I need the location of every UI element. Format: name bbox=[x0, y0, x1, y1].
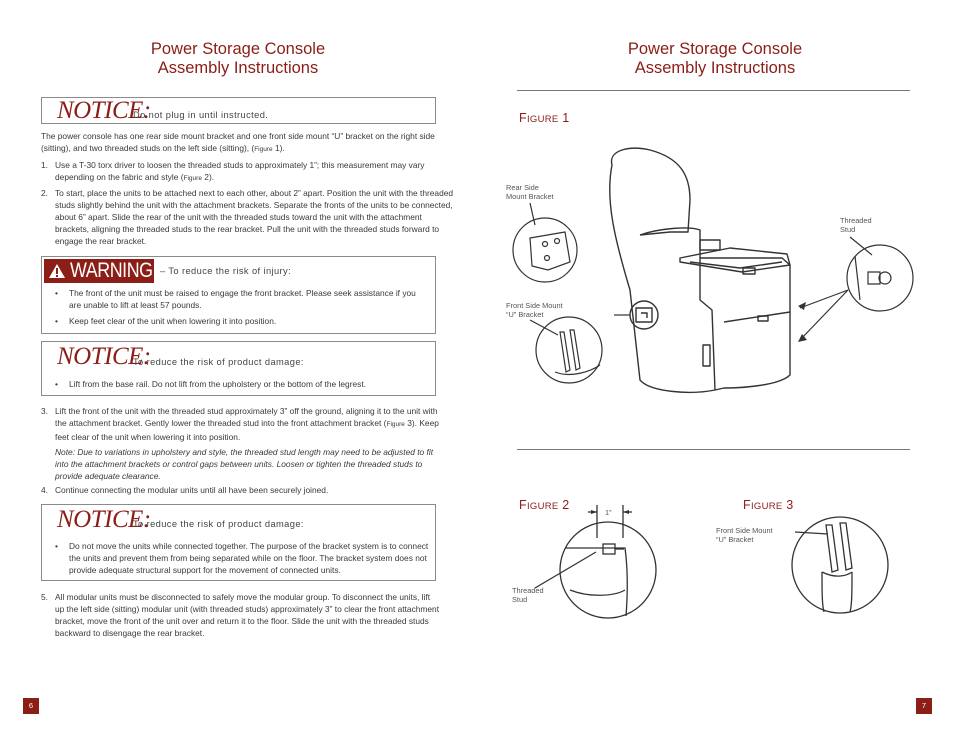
warning-heading: WARNING bbox=[70, 259, 153, 282]
notice-text: Do not plug in until instructed. bbox=[133, 110, 269, 120]
page-number-right: 7 bbox=[916, 698, 932, 714]
step-3-note: Note: Due to variations in upholstery an… bbox=[55, 447, 434, 481]
warning-box bbox=[41, 256, 436, 334]
divider-top bbox=[517, 90, 910, 91]
notice-heading: NOTICE: bbox=[57, 506, 151, 533]
fig2-stud-label: Threaded Stud bbox=[512, 586, 544, 604]
figure-1-label: FIGURE 1 bbox=[519, 111, 570, 125]
step-number: 4. bbox=[41, 485, 48, 495]
fig3-front-bracket-label: Front Side Mount “U” Bracket bbox=[716, 526, 773, 544]
step-3-text: Lift the front of the unit with the thre… bbox=[55, 405, 443, 482]
notice-heading: NOTICE: bbox=[57, 97, 151, 124]
warning-badge: WARNING bbox=[44, 259, 154, 283]
figure-2-label: FIGURE 2 bbox=[519, 498, 570, 512]
warning-bullet: Keep feet clear of the unit when lowerin… bbox=[55, 315, 429, 327]
notice-bullet: Do not move the units while connected to… bbox=[55, 540, 431, 576]
threaded-stud-label: Threaded Stud bbox=[840, 216, 872, 234]
rear-bracket-label: Rear Side Mount Bracket bbox=[506, 183, 554, 201]
notice-box-plug bbox=[41, 97, 436, 124]
right-page-title: Power Storage Console Assembly Instructi… bbox=[627, 40, 803, 77]
step-4-text: Continue connecting the modular units un… bbox=[55, 485, 329, 495]
intro-paragraph: The power console has one rear side moun… bbox=[41, 131, 435, 153]
step-number: 5. bbox=[41, 592, 48, 602]
warning-text: – To reduce the risk of injury: bbox=[160, 266, 292, 276]
divider-middle bbox=[517, 449, 910, 450]
notice-text: To reduce the risk of product damage: bbox=[133, 357, 304, 367]
step-number: 3. bbox=[41, 406, 48, 416]
warning-triangle-icon bbox=[49, 264, 65, 278]
step-5-text: All modular units must be disconnected t… bbox=[55, 592, 440, 638]
fig2-dimension-label: 1” bbox=[605, 508, 612, 517]
step-number: 1. bbox=[41, 160, 48, 170]
notice-box-damage bbox=[41, 341, 436, 396]
notice-bullet: Lift from the base rail. Do not lift fro… bbox=[55, 378, 429, 390]
notice-text: To reduce the risk of product damage: bbox=[133, 519, 304, 529]
notice-box-move bbox=[41, 504, 436, 581]
page-number-left: 6 bbox=[23, 698, 39, 714]
front-bracket-label: Front Side Mount “U” Bracket bbox=[506, 301, 563, 319]
step-2-text: To start, place the units to be attached… bbox=[55, 188, 454, 246]
notice-heading: NOTICE: bbox=[57, 343, 151, 370]
step-number: 2. bbox=[41, 188, 48, 198]
warning-bullet: The front of the unit must be raised to … bbox=[55, 287, 429, 311]
step-1-text: Use a T-30 torx driver to loosen the thr… bbox=[55, 160, 425, 182]
figure-3-label: FIGURE 3 bbox=[743, 498, 794, 512]
left-page-title: Power Storage Console Assembly Instructi… bbox=[150, 40, 326, 77]
